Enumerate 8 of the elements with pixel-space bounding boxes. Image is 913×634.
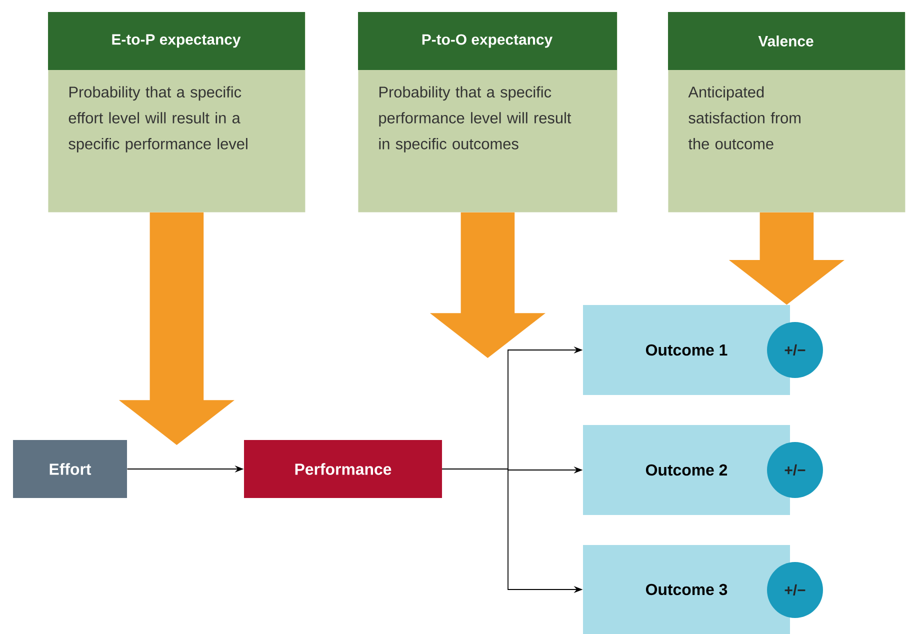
block-arrow xyxy=(728,212,844,305)
block-arrow xyxy=(430,212,546,358)
performance-box: Performance xyxy=(244,440,442,498)
info-box: E-to-P expectancy Probability that a specific effort level will result in a specific performance level xyxy=(48,12,306,212)
block-arrow xyxy=(118,212,234,445)
effort-box: Effort xyxy=(13,440,127,498)
info-box: P-to-O expectancy Probability that a specific performance level will result in specific outcomes xyxy=(358,12,618,212)
info-box: Valence Anticipated satisfaction from the outcome xyxy=(668,12,906,212)
